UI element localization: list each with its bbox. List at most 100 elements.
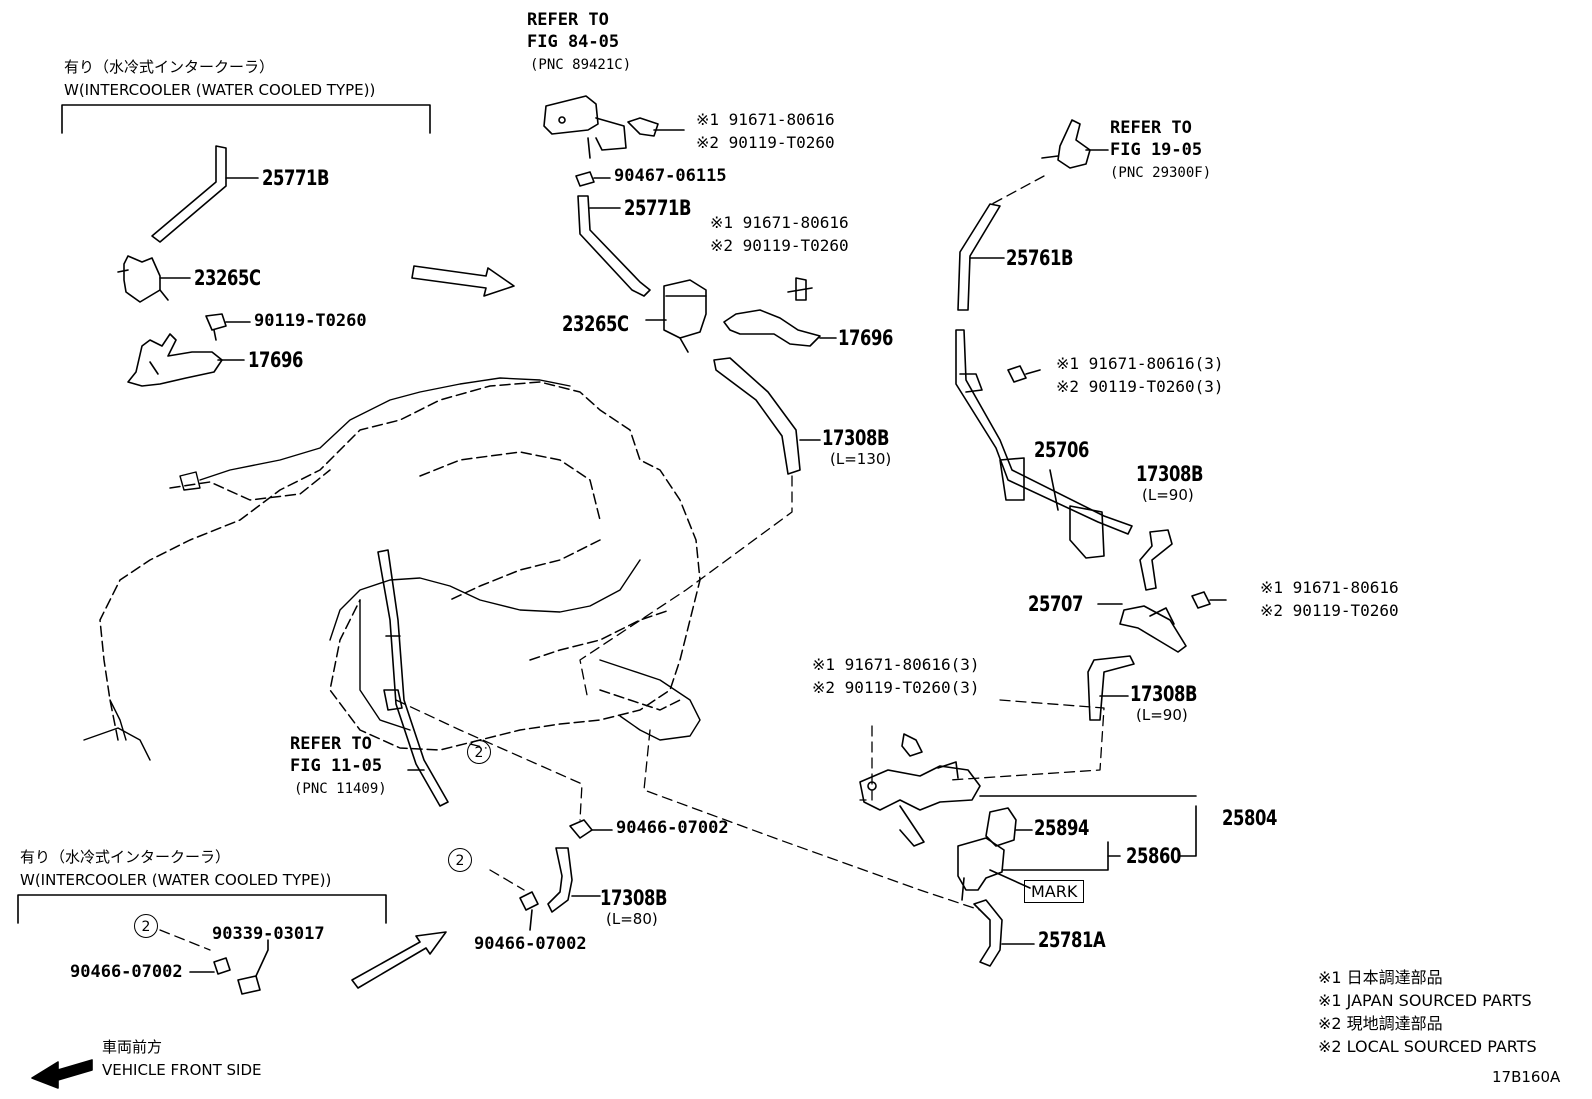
bolt-right-single xyxy=(1192,592,1226,608)
length-90a: (L=90) xyxy=(1142,486,1194,504)
center-bolt-top xyxy=(628,118,684,136)
bolt-mid-jpn[interactable]: ※1 91671-80616 xyxy=(710,213,849,232)
bolt-top-jpn[interactable]: ※1 91671-80616 xyxy=(696,110,835,129)
bolt-right3-local[interactable]: ※2 90119-T0260(3) xyxy=(1056,377,1224,396)
ref-fig19-line1[interactable]: REFER TO xyxy=(1110,118,1192,138)
center-map-sensor xyxy=(544,96,626,158)
part-90467[interactable]: 90467-06115 xyxy=(614,166,727,186)
vehicle-front-arrow-icon xyxy=(32,1060,92,1088)
length-80: (L=80) xyxy=(606,910,658,928)
tube-25706 xyxy=(956,330,1132,558)
vehicle-front-jp: 車両前方 xyxy=(102,1038,163,1056)
plug-90339 xyxy=(238,940,268,994)
part-25706[interactable]: 25706 xyxy=(1034,438,1090,462)
header-bottom-jp: 有り（水冷式インタークーラ） xyxy=(20,848,231,866)
part-90119-left[interactable]: 90119-T0260 xyxy=(254,311,367,331)
direction-arrow-bottom xyxy=(352,932,446,988)
clip-90466-inset xyxy=(190,958,230,974)
part-17308B-90a[interactable]: 17308B xyxy=(1136,462,1204,486)
bracket-leaders-right xyxy=(980,796,1196,870)
left-bracket-17696 xyxy=(128,334,222,386)
legend-line4: ※2 LOCAL SOURCED PARTS xyxy=(1318,1037,1537,1056)
bolt-right-jpn[interactable]: ※1 91671-80616 xyxy=(1260,578,1399,597)
center-vsv-23265C xyxy=(646,280,706,352)
length-130: (L=130) xyxy=(830,450,892,468)
dipstick-tube xyxy=(378,550,448,806)
callout-circle-2: 2 xyxy=(467,740,491,764)
sensor-25894 xyxy=(986,808,1032,846)
callout-circle-2: 2 xyxy=(134,914,158,938)
part-90466-upper[interactable]: 90466-07002 xyxy=(616,818,729,838)
clip-90466-upper xyxy=(570,820,612,838)
part-25761B[interactable]: 25761B xyxy=(1006,246,1074,270)
center-hose-25771B xyxy=(578,196,650,296)
bracket-25707 xyxy=(1098,604,1186,652)
hose-17308B-130 xyxy=(714,358,820,474)
clip-90466-lower xyxy=(520,892,538,930)
bolt-top-local[interactable]: ※2 90119-T0260 xyxy=(696,133,835,152)
part-25860[interactable]: 25860 xyxy=(1126,844,1182,868)
ref-fig11-line3: (PNC 11409) xyxy=(294,781,387,797)
hose-17308B-80 xyxy=(548,848,600,912)
part-25707[interactable]: 25707 xyxy=(1028,592,1084,616)
hose-25781A xyxy=(974,900,1034,966)
vsv-25860 xyxy=(958,838,1030,900)
pressure-sensor-fig19 xyxy=(1042,120,1108,168)
ref-fig84-line1[interactable]: REFER TO xyxy=(527,10,609,30)
hose-17308B-90b xyxy=(1088,656,1134,720)
left-vsv-23265C xyxy=(118,256,168,302)
legend-line3: ※2 現地調達部品 xyxy=(1318,1014,1443,1033)
bolt-lower3-local[interactable]: ※2 90119-T0260(3) xyxy=(812,678,980,697)
bolt-right3-jpn[interactable]: ※1 91671-80616(3) xyxy=(1056,354,1224,373)
part-90466-lower[interactable]: 90466-07002 xyxy=(474,934,587,954)
callout-circle-2: 2 xyxy=(448,848,472,872)
part-17308B-130[interactable]: 17308B xyxy=(822,426,890,450)
hose-25761B xyxy=(958,204,1004,310)
header-bracket-bottom xyxy=(18,895,386,923)
left-hose-25771B xyxy=(152,146,226,242)
part-17308B-80[interactable]: 17308B xyxy=(600,886,668,910)
length-90b: (L=90) xyxy=(1136,706,1188,724)
part-25771B-center[interactable]: 25771B xyxy=(624,196,692,220)
left-leaders xyxy=(160,178,258,360)
part-23265C-left[interactable]: 23265C xyxy=(194,266,261,290)
part-25804[interactable]: 25804 xyxy=(1222,806,1278,830)
bolt-lower3-jpn[interactable]: ※1 91671-80616(3) xyxy=(812,655,980,674)
ref-fig19-line3: (PNC 29300F) xyxy=(1110,165,1212,181)
left-bolt-90119 xyxy=(206,314,226,340)
part-90339[interactable]: 90339-03017 xyxy=(212,924,325,944)
part-17696-left[interactable]: 17696 xyxy=(248,348,304,372)
part-90466-inset[interactable]: 90466-07002 xyxy=(70,962,183,982)
ref-fig11-line2[interactable]: FIG 11-05 xyxy=(290,756,383,776)
ref-fig19-line2[interactable]: FIG 19-05 xyxy=(1110,140,1203,160)
mark-label: MARK xyxy=(1024,880,1085,903)
center-clip-90467 xyxy=(576,172,610,186)
legend-line2: ※1 JAPAN SOURCED PARTS xyxy=(1318,991,1532,1010)
part-17308B-90b[interactable]: 17308B xyxy=(1130,682,1198,706)
vehicle-front-en: VEHICLE FRONT SIDE xyxy=(102,1061,262,1079)
engine-block-solid xyxy=(84,378,700,760)
bolt-right-local[interactable]: ※2 90119-T0260 xyxy=(1260,601,1399,620)
ref-fig84-line3: (PNC 89421C) xyxy=(530,57,632,73)
part-23265C-center[interactable]: 23265C xyxy=(562,312,629,336)
ref-fig11-line1[interactable]: REFER TO xyxy=(290,734,372,754)
part-17696-center[interactable]: 17696 xyxy=(838,326,894,350)
dashed-connectors xyxy=(160,176,1104,950)
legend-line1: ※1 日本調達部品 xyxy=(1318,968,1443,987)
header-bottom-en: W(INTERCOOLER (WATER COOLED TYPE)) xyxy=(20,871,332,889)
ref-fig84-line2[interactable]: FIG 84-05 xyxy=(527,32,620,52)
part-25781A[interactable]: 25781A xyxy=(1038,928,1106,952)
bolt-right-3 xyxy=(1008,366,1040,382)
engine-block xyxy=(100,382,700,750)
header-top-en: W(INTERCOOLER (WATER COOLED TYPE)) xyxy=(64,81,376,99)
header-bracket-top xyxy=(62,105,430,133)
part-25894[interactable]: 25894 xyxy=(1034,816,1090,840)
direction-arrow-top xyxy=(412,266,514,296)
part-25771B-left[interactable]: 25771B xyxy=(262,166,330,190)
bolt-mid-local[interactable]: ※2 90119-T0260 xyxy=(710,236,849,255)
hose-17308B-90a xyxy=(1140,530,1172,590)
center-bolt-mid xyxy=(788,278,812,300)
header-top-jp: 有り（水冷式インタークーラ） xyxy=(64,58,275,76)
bolt-lower-3 xyxy=(902,734,922,756)
